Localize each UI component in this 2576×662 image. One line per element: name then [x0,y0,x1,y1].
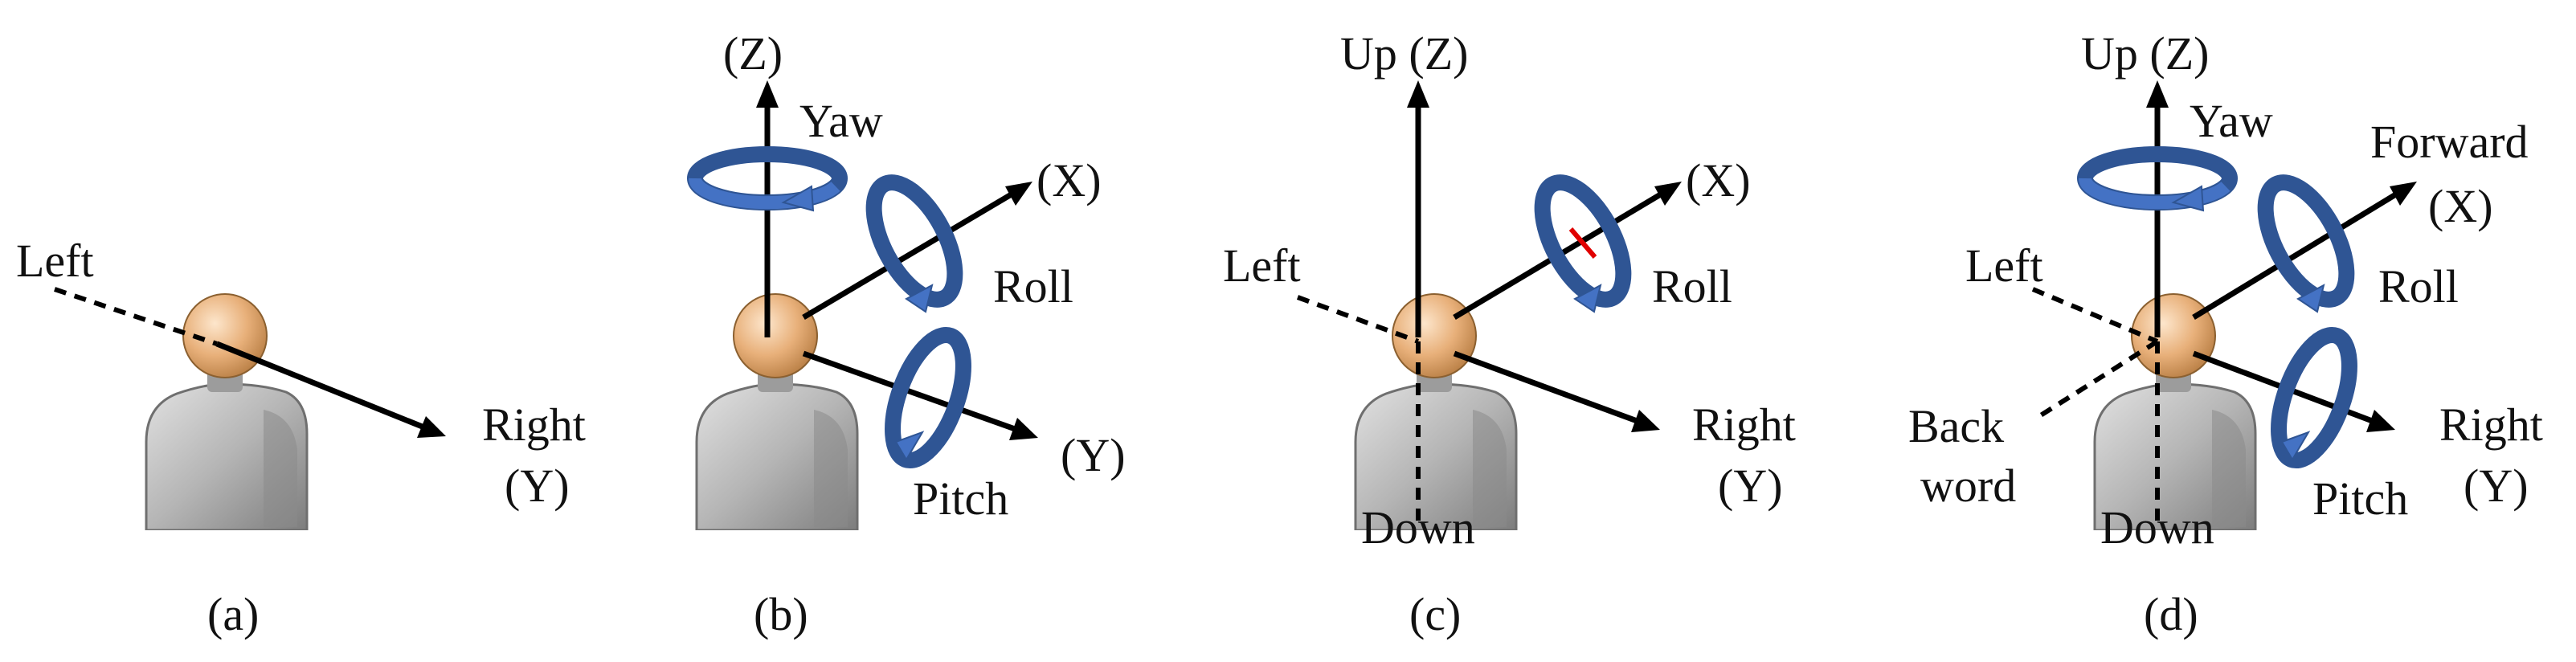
roll-label: Roll [2378,260,2459,313]
y-axis-label: (Y) [2464,460,2529,512]
x-axis-arrowhead [1654,182,1682,206]
left-label: Left [1223,239,1301,292]
y-axis-arrowhead [1009,418,1038,440]
x-label: (X) [1037,154,1102,206]
y-axis-label: (Y) [1718,460,1783,512]
up-axis-arrowhead [1407,80,1429,108]
back-label: Back [1908,400,2004,452]
yaw-rotation-ring-icon [2077,146,2238,212]
yaw-rotation-ring-icon [687,146,848,212]
left-axis-dashed [1296,295,1420,344]
pitch-rotation-ring-icon [885,326,971,469]
person-bust-icon [145,292,309,530]
yaw-label: Yaw [2190,95,2273,147]
z-label: (Z) [723,27,783,80]
x-axis [802,190,1016,321]
roll-center-marker [1568,227,1597,259]
caption-c: (c) [1409,588,1461,640]
right-label: Right [482,398,586,451]
yaw-label: Yaw [799,95,883,147]
y-axis-label: (Y) [505,460,570,512]
roll-rotation-ring-icon [865,174,963,313]
forward-label: Forward [2370,116,2529,168]
x-axis-arrowhead [1005,182,1032,206]
right-label: Right [1692,398,1796,451]
up-label: Up (Z) [1340,27,1468,80]
right-axis [1453,350,1641,425]
left-axis-dashed [54,287,218,346]
up-label: Up (Z) [2081,27,2209,80]
y-label: (Y) [1061,429,1126,481]
word-label: word [1920,460,2016,512]
right-axis-arrowhead [1631,410,1660,432]
pitch-label: Pitch [2312,472,2408,525]
y-axis [802,350,1019,433]
caption-a: (a) [207,588,259,640]
person-bust-icon [695,292,859,530]
pitch-label: Pitch [913,472,1008,525]
panel-a: Left Right (Y) (a) [16,235,586,640]
up-axis-arrowhead [2146,80,2169,108]
panel-b: (Z) Yaw (X) Roll (Y) Pitch (b) [687,27,1126,640]
right-axis-arrowhead [2366,410,2395,432]
forward-axis [2192,190,2400,320]
left-axis-dashed [2031,287,2159,344]
down-label: Down [2100,501,2214,554]
z-axis-arrowhead [756,80,779,108]
caption-d: (d) [2144,588,2198,640]
roll-label: Roll [1652,260,1732,313]
right-axis-arrowhead [417,416,446,438]
down-label: Down [1361,501,1475,554]
forward-axis-arrowhead [2390,182,2417,206]
person-bust-icon [2093,292,2257,530]
left-label: Left [16,235,94,287]
roll-label: Roll [993,260,1073,313]
right-axis [215,341,426,431]
panel-d: Up (Z) Yaw Forward (X) Left Roll Back wo… [1908,27,2543,640]
roll-rotation-ring-icon [1534,174,1632,313]
panel-c: Up (Z) (X) Left Roll Right (Y) Down (c) [1223,27,1796,640]
left-label: Left [1965,239,2043,292]
caption-b: (b) [754,588,808,640]
x-label: (X) [2428,180,2493,232]
roll-rotation-ring-icon [2257,174,2355,313]
x-label: (X) [1686,154,1751,206]
pitch-rotation-ring-icon [2271,326,2357,469]
right-label: Right [2439,398,2543,451]
backward-axis-dashed [2035,339,2159,420]
